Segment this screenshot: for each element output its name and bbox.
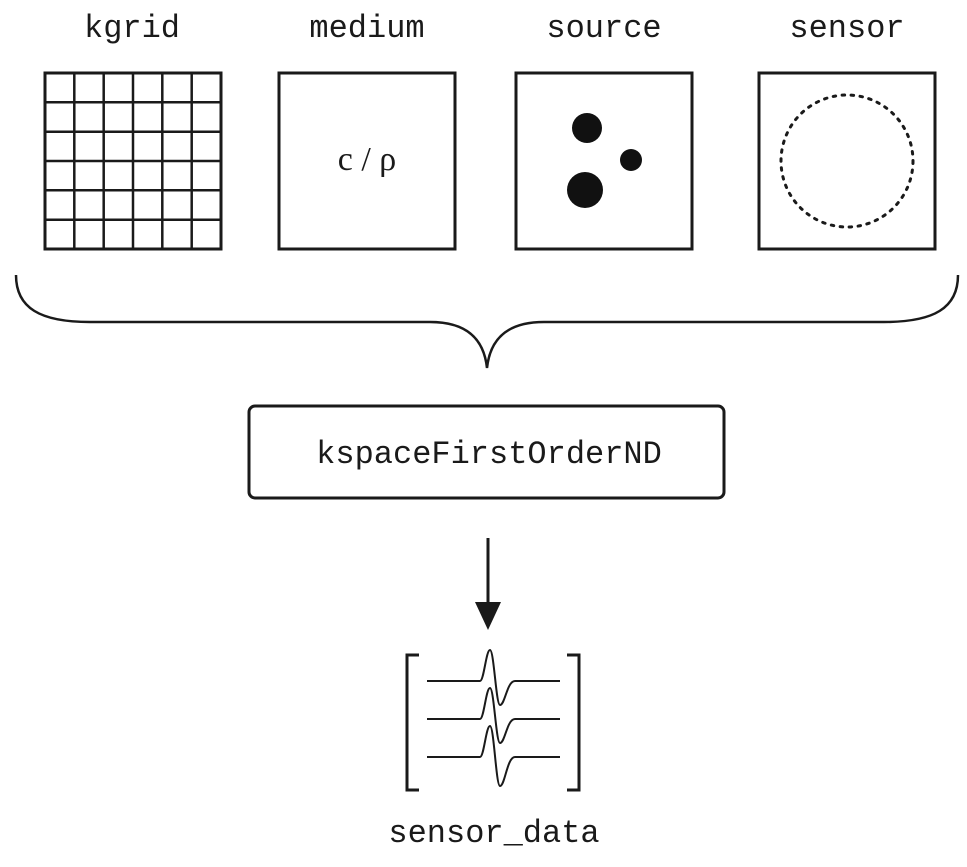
source-dots-icon xyxy=(567,113,642,208)
grouping-brace xyxy=(14,274,960,369)
function-box: kspaceFirstOrderND xyxy=(247,404,726,500)
sensor-label: sensor xyxy=(789,10,904,47)
function-label: kspaceFirstOrderND xyxy=(316,436,662,473)
medium-label: medium xyxy=(309,10,424,47)
medium-box: c / ρ xyxy=(277,71,457,251)
left-bracket xyxy=(405,653,419,792)
kgrid-box xyxy=(43,71,223,251)
down-arrow-icon xyxy=(475,538,501,630)
medium-properties: c / ρ xyxy=(338,141,397,178)
sensor-circle-icon xyxy=(779,93,915,229)
sensor-data-matrix xyxy=(405,648,581,792)
sensor-box xyxy=(757,71,937,251)
kgrid-label: kgrid xyxy=(84,10,180,47)
waveform-traces-icon xyxy=(427,648,560,788)
source-box xyxy=(514,71,694,251)
grid-icon xyxy=(45,73,221,249)
output-label: sensor_data xyxy=(388,815,599,852)
right-bracket xyxy=(567,653,581,792)
source-label: source xyxy=(546,10,661,47)
